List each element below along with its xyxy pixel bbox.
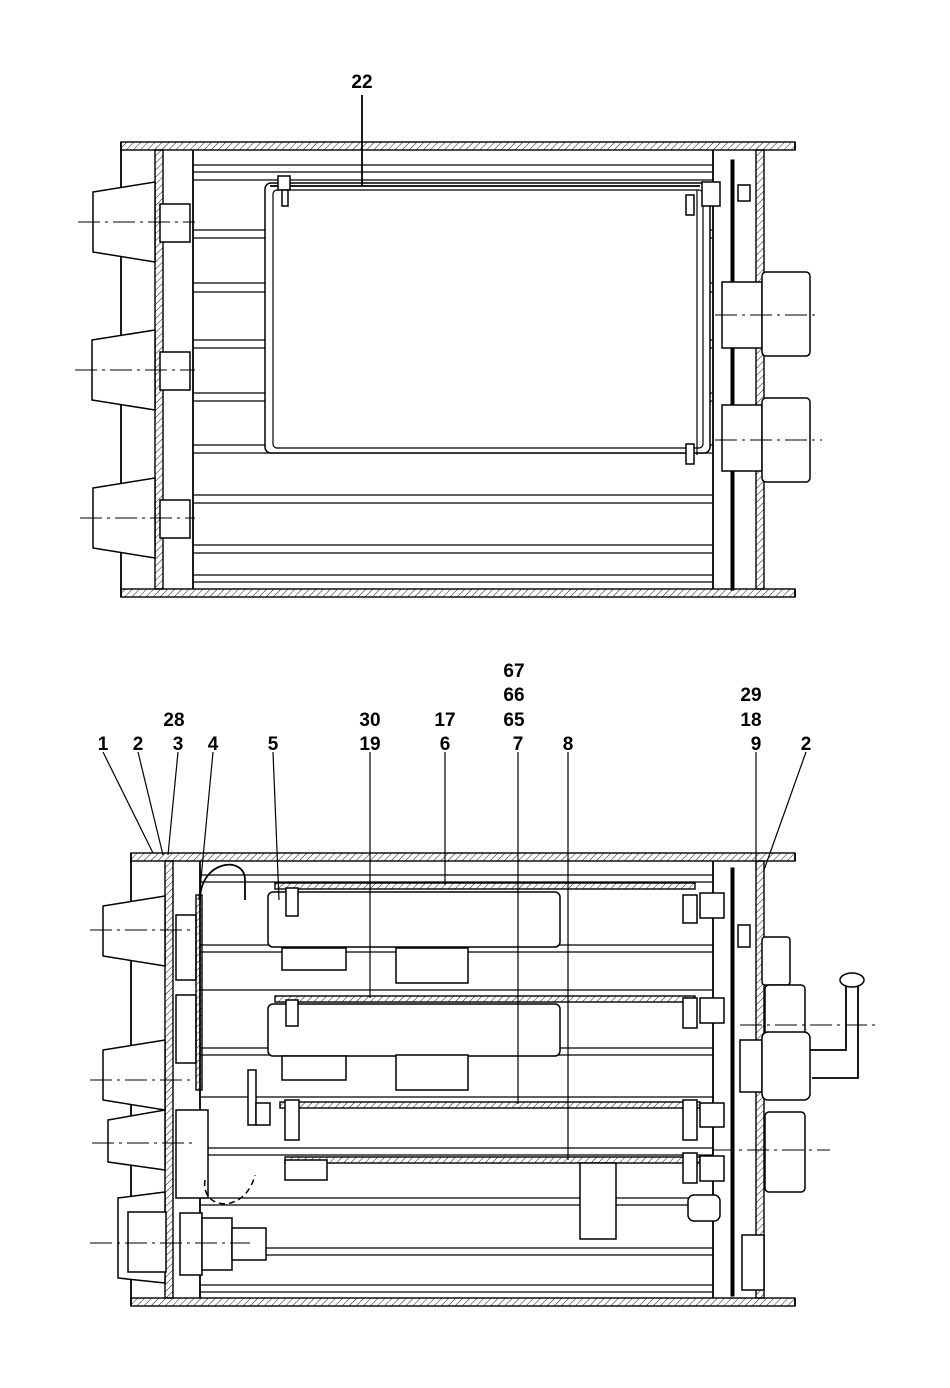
card-4	[285, 1153, 724, 1239]
callout-2-left: 2	[133, 734, 144, 755]
top-view-bottom-wall	[121, 589, 795, 597]
callout-29: 29	[740, 685, 761, 706]
callout-67: 67	[503, 661, 524, 682]
callout-18: 18	[740, 710, 761, 731]
top-view-top-wall	[121, 142, 795, 150]
callout-2-right: 2	[801, 734, 812, 755]
callout-30: 30	[359, 710, 380, 731]
card-1	[268, 883, 724, 983]
bottom-view-top-wall	[131, 853, 795, 861]
callout-1: 1	[98, 734, 109, 755]
bottom-view: 1 2 3 28 4 5 30 19 17 6 67 66 65 7 8 29 …	[90, 661, 880, 1306]
callout-22: 22	[351, 72, 372, 93]
callout-66: 66	[503, 685, 524, 706]
callout-6: 6	[440, 734, 451, 755]
callout-28: 28	[163, 710, 184, 731]
card-2	[268, 996, 724, 1090]
callout-65: 65	[503, 710, 525, 731]
callout-17: 17	[434, 710, 455, 731]
callout-7: 7	[513, 734, 524, 755]
callout-9: 9	[751, 734, 762, 755]
callout-8: 8	[563, 734, 574, 755]
bottom-view-bottom-wall	[131, 1298, 795, 1306]
callout-4: 4	[208, 734, 219, 755]
front-carrier	[176, 865, 255, 1204]
callout-3: 3	[173, 734, 184, 755]
callout-5: 5	[268, 734, 279, 755]
top-view-right-panel	[756, 150, 764, 589]
top-view-front-knobs	[75, 182, 195, 558]
top-view: 22	[75, 72, 822, 597]
bottom-view-rear-connectors	[712, 868, 880, 1296]
callout-numbers: 1 2 3 28 4 5 30 19 17 6 67 66 65 7 8 29 …	[98, 661, 812, 755]
callout-19: 19	[359, 734, 380, 755]
